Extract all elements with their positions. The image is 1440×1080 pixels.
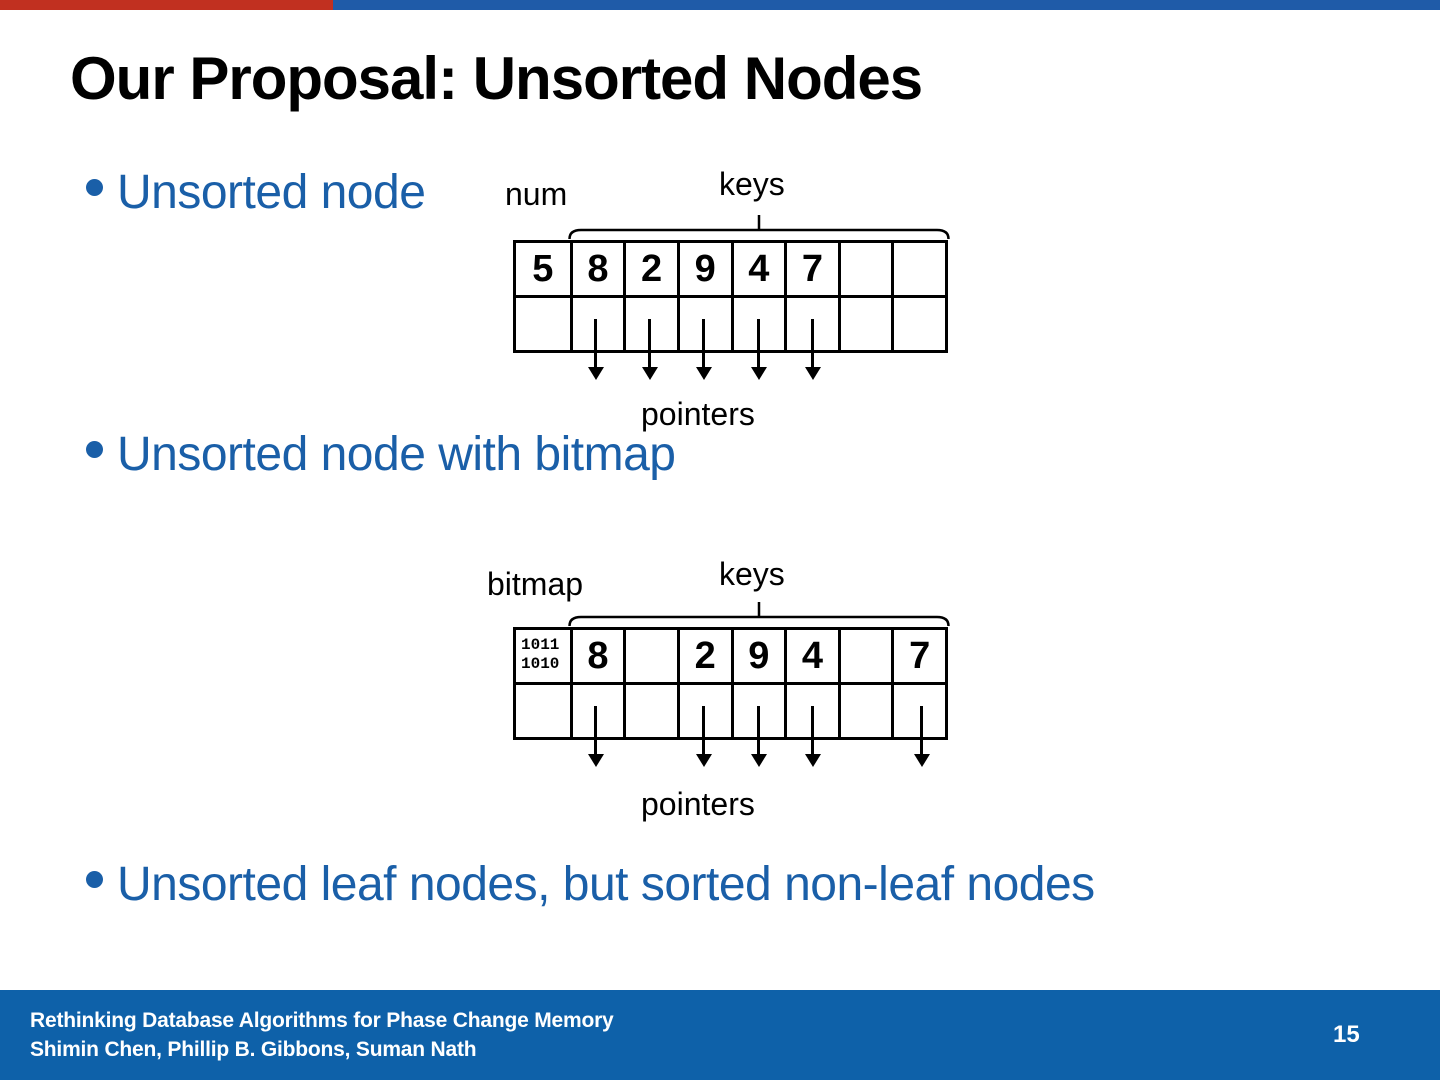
bullet-icon <box>86 871 103 888</box>
pointer-cell <box>784 685 838 737</box>
bitmap-line: 1010 <box>521 655 560 673</box>
bullet-icon <box>86 179 103 196</box>
num-label: num <box>505 176 568 212</box>
pointer-arrow-icon <box>804 319 821 380</box>
bullet-text: Unsorted node <box>117 166 426 219</box>
key-cell: 9 <box>730 630 785 682</box>
key-cell: 4 <box>730 243 785 295</box>
top-accent-blue <box>333 0 1440 10</box>
pointer-cell <box>516 298 570 350</box>
keys-brace-icon <box>568 602 950 627</box>
top-accent-red <box>0 0 333 10</box>
key-cell: 8 <box>569 243 624 295</box>
footer-bar: Rethinking Database Algorithms for Phase… <box>0 990 1440 1080</box>
key-cell: 7 <box>784 243 838 295</box>
pointer-cell <box>730 298 785 350</box>
bitmap-cell: 1011 1010 <box>516 630 570 682</box>
pointer-cell <box>623 685 677 737</box>
key-cell: 7 <box>891 630 945 682</box>
pointer-arrow-icon <box>750 706 767 767</box>
key-cell: 9 <box>676 243 731 295</box>
slide-title: Our Proposal: Unsorted Nodes <box>70 45 923 112</box>
key-cell: 8 <box>569 630 624 682</box>
pointer-cell <box>676 685 731 737</box>
pointer-cell <box>569 298 624 350</box>
pointer-cell <box>837 298 892 350</box>
pointer-arrow-icon <box>695 319 712 380</box>
bullet-unsorted-node-bitmap: Unsorted node with bitmap <box>86 428 676 482</box>
pointer-cell <box>516 685 570 737</box>
keys-row: 1011 1010 8 2 9 4 7 <box>516 630 945 682</box>
pointer-cell <box>891 298 945 350</box>
pointer-arrow-icon <box>913 706 930 767</box>
bullet-text: Unsorted leaf nodes, but sorted non-leaf… <box>117 858 1095 911</box>
bullet-icon <box>86 441 103 458</box>
pointers-label: pointers <box>641 786 755 822</box>
pointer-cell <box>569 685 624 737</box>
pointer-cell <box>784 298 838 350</box>
keys-label: keys <box>719 166 785 202</box>
pointer-arrow-icon <box>695 706 712 767</box>
pointers-row <box>516 295 945 350</box>
bullet-unsorted-node: Unsorted node <box>86 166 426 220</box>
keys-brace-icon <box>568 215 950 240</box>
key-cell <box>837 630 892 682</box>
pointer-cell <box>891 685 945 737</box>
pointer-arrow-icon <box>587 319 604 380</box>
key-cell <box>623 630 677 682</box>
pointer-cell <box>730 685 785 737</box>
pointers-label: pointers <box>641 396 755 432</box>
key-cell: 2 <box>623 243 677 295</box>
pointer-cell <box>623 298 677 350</box>
bullet-text: Unsorted node with bitmap <box>117 428 676 481</box>
footer-title: Rethinking Database Algorithms for Phase… <box>30 1009 614 1032</box>
node-table: 5 8 2 9 4 7 <box>513 240 948 353</box>
keys-label: keys <box>719 556 785 592</box>
pointer-cell <box>837 685 892 737</box>
pointer-arrow-icon <box>641 319 658 380</box>
keys-row: 5 8 2 9 4 7 <box>516 243 945 295</box>
bitmap-line: 1011 <box>521 636 560 654</box>
pointer-arrow-icon <box>750 319 767 380</box>
pointer-arrow-icon <box>587 706 604 767</box>
key-cell: 2 <box>676 630 731 682</box>
page-number: 15 <box>1333 1021 1360 1048</box>
node-table: 1011 1010 8 2 9 4 7 <box>513 627 948 740</box>
bullet-unsorted-leaf-nodes: Unsorted leaf nodes, but sorted non-leaf… <box>86 858 1095 912</box>
key-cell <box>837 243 892 295</box>
pointer-arrow-icon <box>804 706 821 767</box>
key-cell: 4 <box>784 630 838 682</box>
num-cell: 5 <box>532 248 554 290</box>
bitmap-label: bitmap <box>487 566 584 602</box>
footer-authors: Shimin Chen, Phillip B. Gibbons, Suman N… <box>30 1038 477 1061</box>
top-accent-bar <box>0 0 1440 10</box>
pointer-cell <box>676 298 731 350</box>
key-cell <box>891 243 945 295</box>
pointers-row <box>516 682 945 737</box>
